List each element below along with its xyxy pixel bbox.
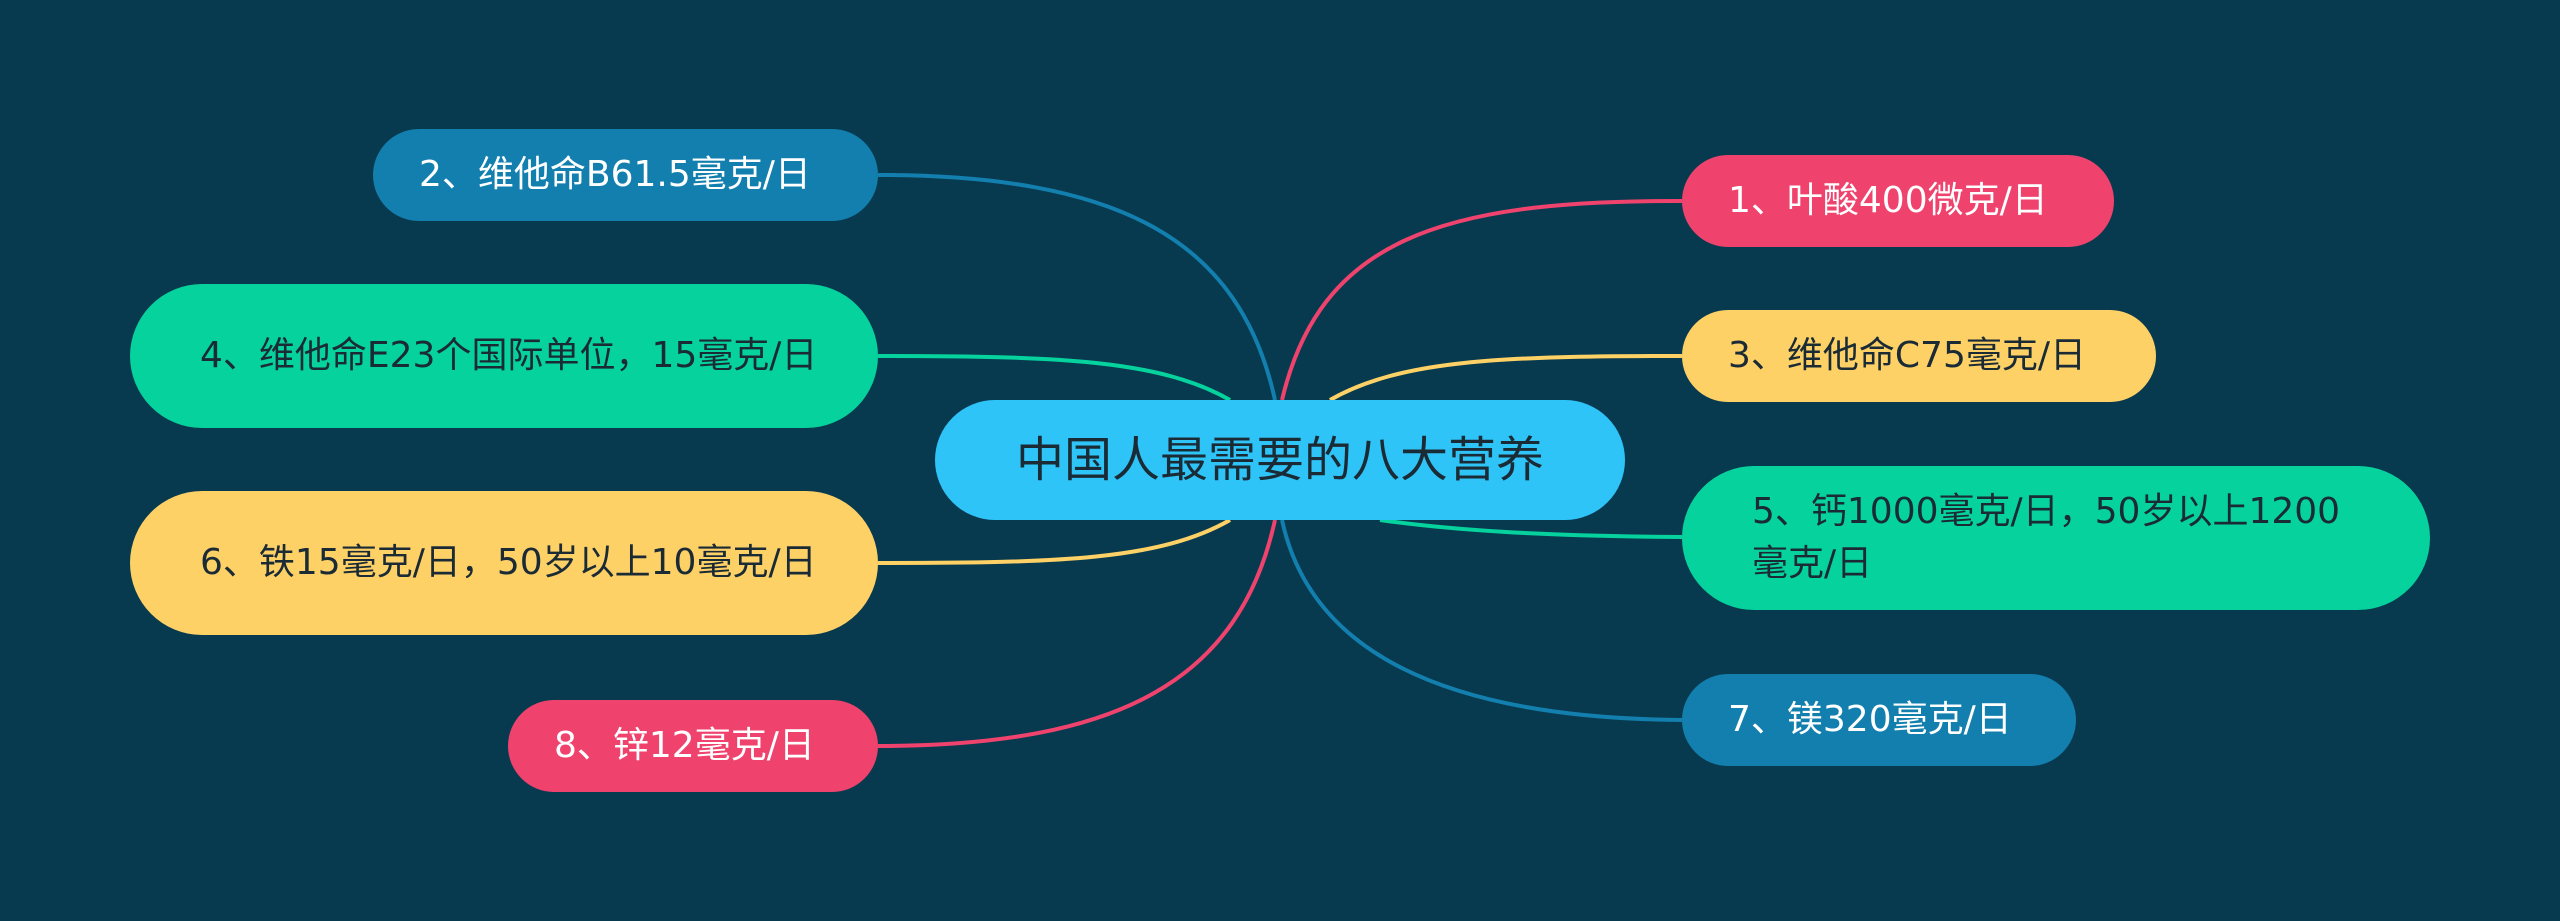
central-topic-label: 中国人最需要的八大营养 [1015,432,1544,488]
topic-node-1[interactable]: 1、叶酸400微克/日 [1682,155,2114,247]
link-n1 [1280,198,1683,401]
topic-node-label: 1、叶酸400微克/日 [1728,180,2048,221]
topic-node-label: 8、锌12毫克/日 [554,725,815,766]
topic-node-8[interactable]: 8、锌12毫克/日 [508,700,878,792]
topic-node-7[interactable]: 7、镁320毫克/日 [1682,674,2076,766]
link-n7 [1280,519,1683,722]
topic-node-label: 5、钙1000毫克/日，50岁以上1200毫克/日 [1752,491,2341,584]
link-n6 [877,518,1231,565]
link-n5 [1379,518,1683,539]
central-topic[interactable]: 中国人最需要的八大营养 [935,400,1625,520]
topic-node-label: 7、镁320毫克/日 [1728,699,2012,740]
topic-node-label: 2、维他命B61.5毫克/日 [419,154,811,195]
topic-node-label: 4、维他命E23个国际单位，15毫克/日 [200,335,818,376]
topic-node-label: 6、铁15毫克/日，50岁以上10毫克/日 [200,542,817,583]
topic-node-4[interactable]: 4、维他命E23个国际单位，15毫克/日 [130,284,878,428]
topic-node-3[interactable]: 3、维他命C75毫克/日 [1682,310,2156,402]
link-n3 [1329,354,1683,402]
link-n2 [877,173,1277,401]
topic-node-2[interactable]: 2、维他命B61.5毫克/日 [373,129,878,221]
topic-node-5[interactable]: 5、钙1000毫克/日，50岁以上1200毫克/日 [1682,466,2430,610]
link-n8 [877,519,1277,748]
link-n4 [877,354,1231,402]
topic-node-6[interactable]: 6、铁15毫克/日，50岁以上10毫克/日 [130,491,878,635]
topic-node-label: 3、维他命C75毫克/日 [1728,335,2086,376]
